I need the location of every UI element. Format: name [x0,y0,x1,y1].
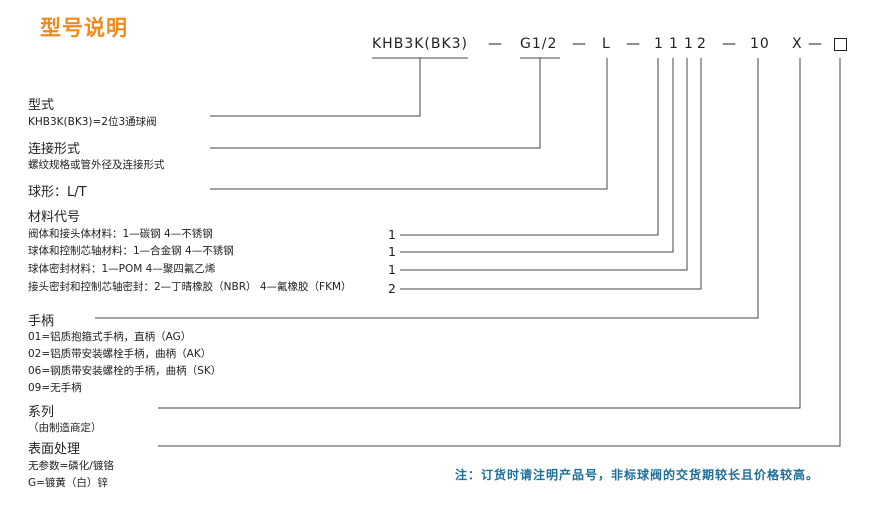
type-desc: KHB3K(BK3)=2位3通球阀 [28,116,157,128]
material-line: 球体密封材料：1—POM 4—聚四氟乙烯 [28,263,216,275]
material-line: 阀体和接头体材料：1—碳钢 4—不锈钢 [28,228,213,240]
ball-heading: 球形：L/T [28,185,87,200]
code-separator: — [572,36,587,52]
material-value: 2 [388,281,396,296]
handle-heading: 手柄 [28,314,55,329]
connection-desc: 螺纹规格或管外径及连接形式 [28,159,165,171]
handle-option: 02=铝质带安装螺栓手柄，曲柄（AK） [28,348,212,360]
page-title: 型号说明 [40,16,128,40]
material-heading: 材料代号 [28,210,81,225]
code-ball: L [602,36,611,52]
surface-heading: 表面处理 [28,442,81,457]
order-note: 注：订货时请注明产品号，非标球阀的交货期较长且价格较高。 [455,468,820,482]
code-material-4: 2 [697,36,707,52]
material-line: 球体和控制芯轴材料：1—合金钢 4—不锈钢 [28,245,234,257]
material-line: 接头密封和控制芯轴密封：2—丁晴橡胶（NBR） 4—氟橡胶（FKM） [28,281,352,293]
code-handle: 10 [750,36,770,52]
code-separator: — [722,36,737,52]
series-heading: 系列 [28,405,55,420]
code-separator: — [626,36,641,52]
code-material-2: 1 [669,36,679,52]
code-material-3: 1 [684,36,694,52]
handle-option: 06=钢质带安装螺栓的手柄，曲柄（SK） [28,365,222,377]
handle-option: 01=铝质抱箍式手柄，直柄（AG） [28,331,192,343]
surface-option: G=镀黄（白）锌 [28,477,108,489]
code-separator: — [488,36,503,52]
code-separator: — [808,36,823,52]
code-series: X [792,36,803,52]
code-thread: G1/2 [520,36,558,52]
code-surface-box [834,38,847,51]
surface-option: 无参数=磷化/镀铬 [28,460,114,472]
type-heading: 型式 [28,98,55,113]
code-model: KHB3K(BK3) [372,36,469,52]
code-material-1: 1 [654,36,664,52]
series-desc: （由制造商定） [28,422,102,434]
material-value: 1 [388,227,396,242]
connection-heading: 连接形式 [28,142,81,157]
handle-option: 09=无手柄 [28,382,82,394]
material-value: 1 [388,262,396,277]
material-value: 1 [388,244,396,259]
